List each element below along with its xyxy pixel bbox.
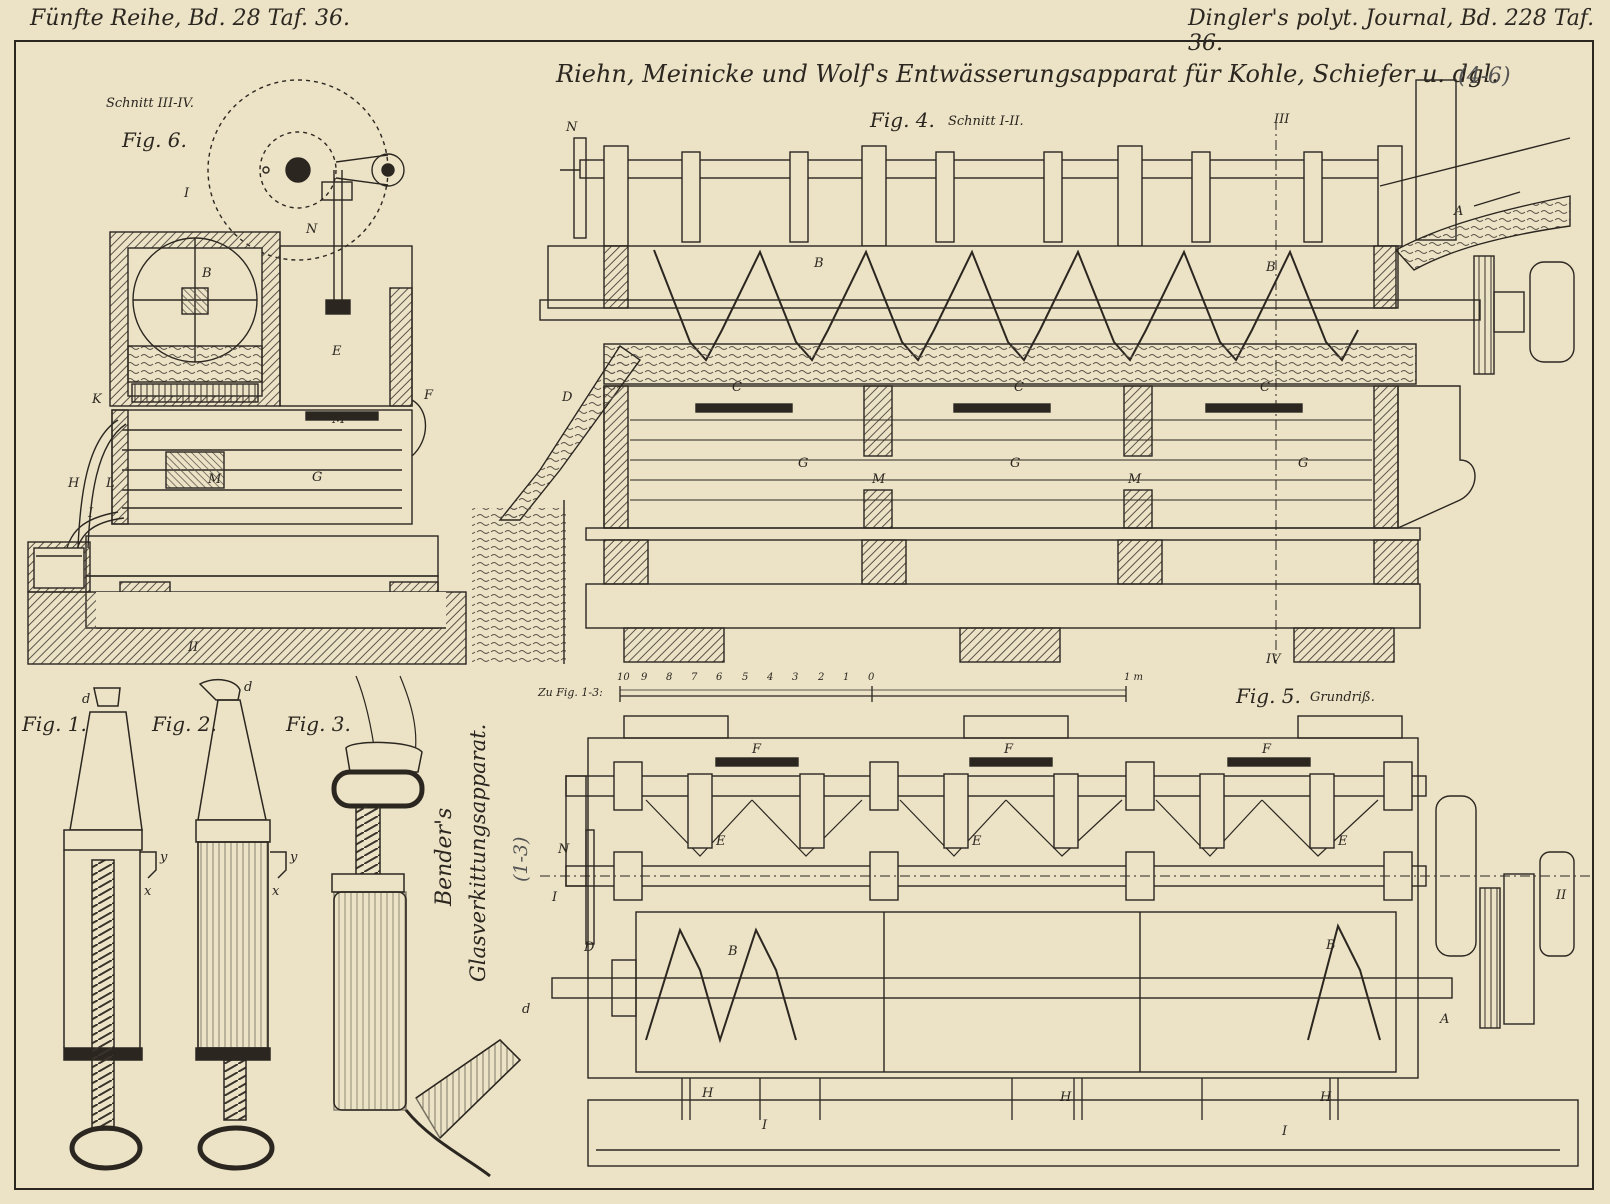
fig1-label: Fig. 1. [22,712,87,736]
title-figure-range: (4-6) [1458,64,1511,89]
label-E-fig5-1: E [716,834,726,849]
label-I-fig5: I [552,890,558,905]
fig4-section-label: Schnitt I-II. [948,114,1024,129]
scale-tick-8: 8 [666,672,673,683]
label-x-fig2: x [272,884,280,899]
label-E-fig6: E [332,344,342,359]
scale-tick-10: 10 [617,672,630,683]
label-y-fig2: y [290,850,298,865]
label-I-fig5-2: I [1282,1124,1288,1139]
label-A-fig4: A [1454,204,1464,219]
label-H-fig5-2: H [1060,1090,1072,1105]
label-H-fig5-1: H [702,1086,714,1101]
label-L-fig6: L [106,476,115,491]
header-right: Dingler's polyt. Journal, Bd. 228 Taf. 3… [1188,6,1595,56]
scale-caption: Zu Fig. 1-3: [538,686,603,699]
label-I-fig6: I [184,186,190,201]
label-E-fig5-3: E [1338,834,1348,849]
label-d-fig2: d [244,680,253,695]
scale-tick-3: 3 [792,672,799,683]
label-H-fig6: H [68,476,80,491]
scale-bar [619,686,1127,702]
label-D-fig4: D [562,390,573,405]
bender-caption-line2: Glasverkittungsapparat. [466,723,490,982]
label-F-fig5-1: F [752,742,762,757]
fig2-label: Fig. 2. [152,712,217,736]
scale-tick-0: 0 [868,672,875,683]
label-F-fig6: F [424,388,434,403]
fig3-drawing [331,675,522,1178]
label-G-fig6: G [312,470,323,485]
scale-tick-6: 6 [716,672,723,683]
label-C-fig4-3: C [1260,380,1270,395]
fig2-drawing [195,678,287,1171]
label-G-fig4-3: G [1298,456,1309,471]
fig1-drawing [63,687,157,1171]
label-M-fig4-2: M [1128,472,1142,487]
label-F-fig5-2: F [1004,742,1014,757]
label-M-fig4-1: M [872,472,886,487]
fig6-drawing [27,79,467,665]
fig6-section-label: Schnitt III-IV. [106,96,194,111]
fig5-drawing [540,715,1590,1167]
label-III-fig4: III [1274,112,1290,127]
label-y-fig1: y [160,850,168,865]
fig5-label: Fig. 5. [1236,684,1301,708]
label-x-fig1: x [144,884,152,899]
label-K-fig6: K [92,392,102,407]
plate-frame [14,40,1594,1190]
scale-tick-1: 1 [843,672,850,683]
label-I-fig5-1: I [762,1118,768,1133]
label-H-fig5-3: H [1320,1090,1332,1105]
label-B-fig4-right: B [1266,260,1276,275]
label-C-fig4-1: C [732,380,742,395]
fig6-label: Fig. 6. [122,128,187,152]
scale-tick-7: 7 [691,672,698,683]
label-N-fig5: N [558,842,570,857]
bender-figure-range: (1-3) [510,836,532,882]
label-I-fig6-lower: I [88,506,94,521]
label-B-fig5-left: B [728,944,738,959]
label-II-fig6: II [188,640,199,655]
scale-tick-2: 2 [818,672,825,683]
label-D-fig5: D [584,940,595,955]
label-A-fig5: A [1440,1012,1450,1027]
label-B-fig6: B [202,266,212,281]
plate-title: Riehn, Meinicke und Wolf's Entwässerungs… [556,60,1499,88]
label-F-fig5-3: F [1262,742,1272,757]
label-B-fig5-right: B [1326,938,1336,953]
label-G-fig4-1: G [798,456,809,471]
scale-tick-9: 9 [641,672,648,683]
fig5-section-label: Grundriß. [1310,690,1375,705]
label-B-fig4-left: B [814,256,824,271]
label-M-fig6-upper: M [332,412,346,427]
label-d-fig1: d [82,692,91,707]
scale-tick-5: 5 [742,672,749,683]
label-N-fig4: N [566,120,578,135]
label-d-fig3: d [522,1002,531,1017]
header-left: Fünfte Reihe, Bd. 28 Taf. 36. [30,6,351,31]
label-E-fig5-2: E [972,834,982,849]
label-N-fig6: N [306,222,318,237]
label-IV-fig4: IV [1266,652,1281,667]
label-M-fig6-lower: M [208,472,222,487]
scale-tick-4: 4 [767,672,774,683]
fig4-label: Fig. 4. [870,108,935,132]
bender-caption-line1: Bender's [432,807,457,906]
scale-end: 1 m [1124,672,1144,683]
fig4-drawing [472,79,1575,664]
label-C-fig4-2: C [1014,380,1024,395]
fig3-label: Fig. 3. [286,712,351,736]
label-II-fig5: II [1556,888,1567,903]
label-G-fig4-2: G [1010,456,1021,471]
